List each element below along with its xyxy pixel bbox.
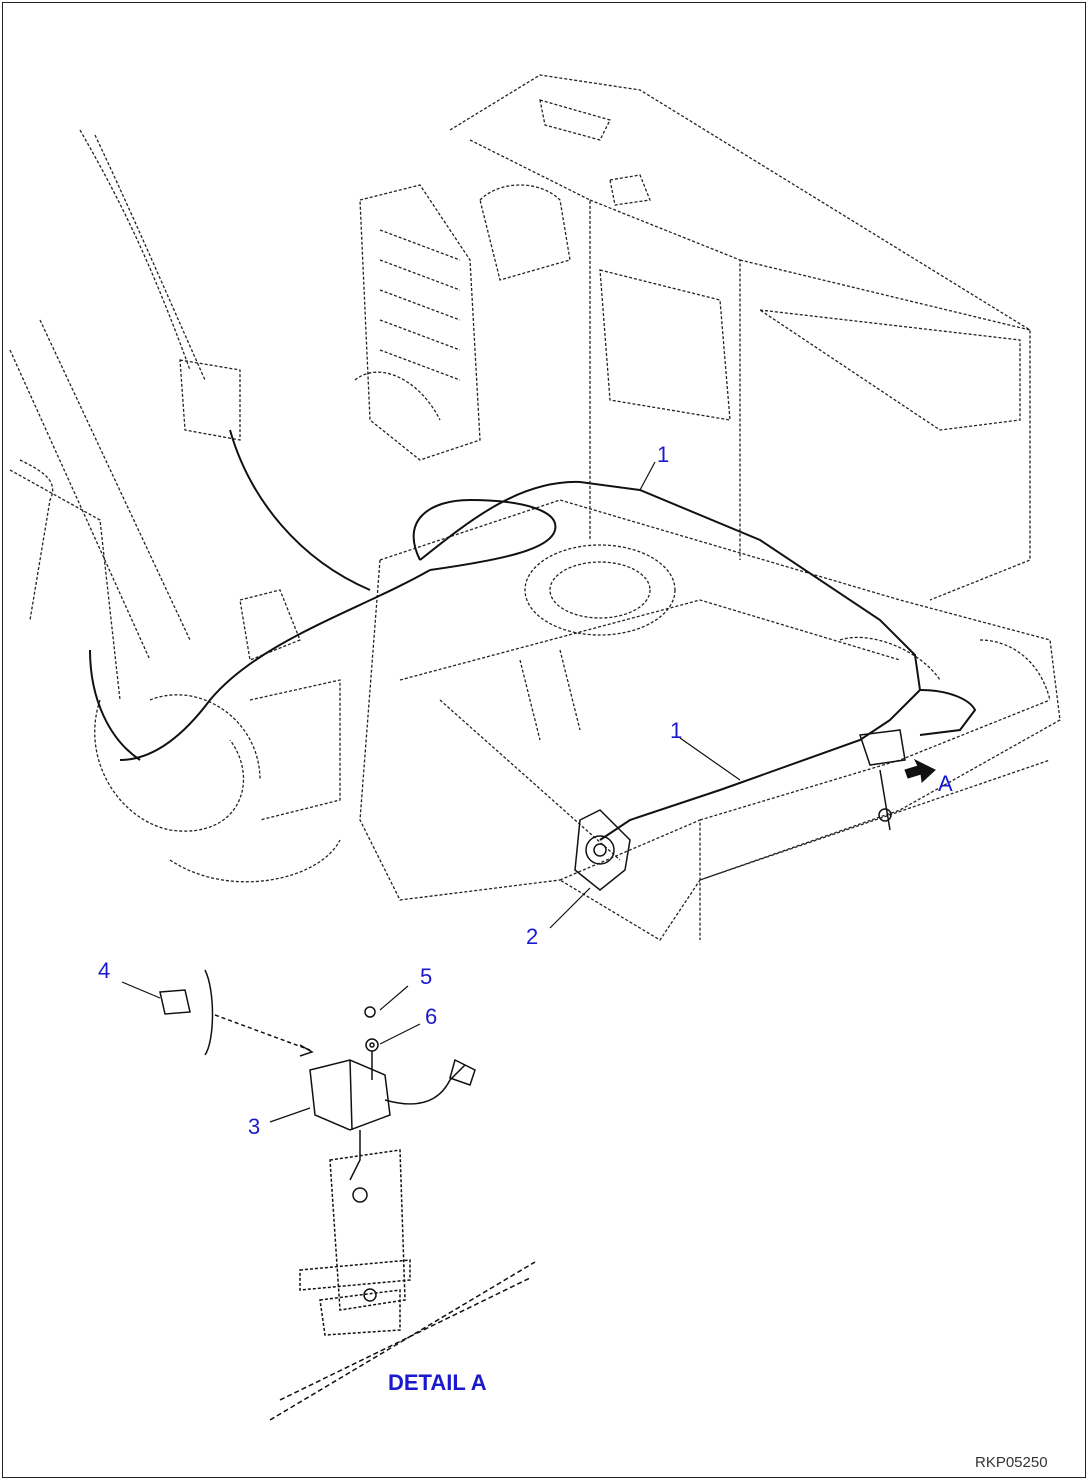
component-2-horn [574, 809, 631, 891]
harness-1-main [419, 480, 922, 841]
harness-branch-boom [119, 569, 431, 761]
wiring-harness [89, 429, 977, 841]
harness-branch-valve [412, 498, 557, 571]
detail-a-label: DETAIL A [388, 1370, 487, 1395]
machine-body-outline [9, 74, 1061, 941]
callout-1-upper: 1 [657, 442, 670, 467]
arrow-a-icon [904, 758, 936, 784]
harness-branch-a [919, 689, 977, 736]
callout-a: A [938, 771, 953, 796]
callout-3: 3 [248, 1114, 261, 1139]
callout-1-lower: 1 [670, 718, 683, 743]
harness-branch-left [229, 429, 371, 591]
drawing-id: RKP05250 [975, 1454, 1048, 1471]
callout-6: 6 [425, 1004, 438, 1029]
callout-2: 2 [526, 924, 539, 949]
callout-5: 5 [420, 964, 433, 989]
detail-a-location [858, 729, 906, 831]
detail-a-drawing [159, 969, 536, 1421]
harness-branch-light [89, 649, 141, 761]
callout-4: 4 [98, 958, 111, 983]
leader-lines [121, 461, 741, 1123]
